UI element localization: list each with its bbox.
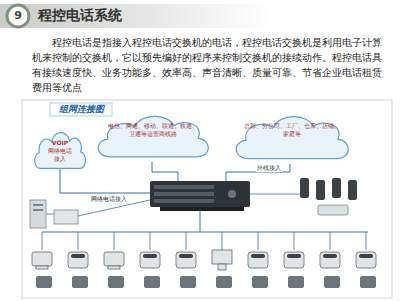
wire-label: 网络电话接入 xyxy=(90,195,128,203)
illustration-part xyxy=(250,194,300,195)
illustration-part xyxy=(348,180,357,200)
illustration-part xyxy=(144,276,160,288)
cloud-shape xyxy=(236,117,348,159)
illustration-part xyxy=(42,232,43,250)
illustration-part xyxy=(180,276,196,288)
illustration-part xyxy=(318,205,348,215)
illustration-part xyxy=(222,232,223,250)
illustration-part xyxy=(160,207,244,211)
illustration-part xyxy=(32,250,376,270)
illustration-part xyxy=(108,276,124,288)
cloud-shape xyxy=(98,116,208,156)
illustration-part xyxy=(143,254,157,258)
illustration-part xyxy=(154,192,214,196)
illustration-part xyxy=(150,232,151,250)
illustration-part xyxy=(300,178,309,198)
cloud-heading: VOIP xyxy=(46,139,74,147)
cloud-node: 总部、分公司、工厂、仓库、店铺、家庭等 xyxy=(230,110,354,164)
illustration-part xyxy=(288,276,304,288)
illustration-part xyxy=(228,190,236,198)
illustration-part xyxy=(54,210,78,224)
illustration-part xyxy=(287,254,301,258)
illustration-part xyxy=(186,232,187,250)
illustration-part xyxy=(152,162,178,181)
cloud-text: 总部、分公司、工厂、仓库、店铺、家庭等 xyxy=(244,122,340,138)
illustration-part xyxy=(36,266,48,269)
illustration-part xyxy=(330,232,331,250)
cloud-text: 网络电话接入 xyxy=(46,147,74,163)
cloud-text: 电信、网通、移动、联通、铁通、卫通等运营商线路 xyxy=(106,122,200,138)
illustration-part xyxy=(154,185,214,189)
illustration-part xyxy=(72,276,88,288)
illustration-part xyxy=(200,211,201,232)
illustration-part xyxy=(218,264,226,270)
cloud-node: VOIP网络电话接入 xyxy=(32,127,88,173)
illustration-part xyxy=(360,276,376,288)
illustration-part xyxy=(150,181,250,207)
illustration-part xyxy=(42,232,366,250)
illustration-part xyxy=(356,252,376,268)
illustration-part xyxy=(36,276,52,288)
illustration-part xyxy=(258,232,259,250)
illustration-part xyxy=(323,254,337,258)
illustration-part xyxy=(252,276,268,288)
wire-label: 外线接入 xyxy=(256,164,282,172)
illustration-part xyxy=(316,180,325,200)
illustration-part xyxy=(176,252,196,268)
illustration-part xyxy=(36,276,376,288)
illustration-part xyxy=(46,214,54,215)
section-number: 9 xyxy=(7,9,29,23)
illustration-part xyxy=(359,254,373,258)
illustration-part xyxy=(114,232,115,250)
illustration-part xyxy=(294,232,295,250)
illustration-part xyxy=(0,4,270,28)
cloud-node: 电信、网通、移动、联通、铁通、卫通等运营商线路 xyxy=(92,110,214,162)
body-paragraph: 程控电话是指接入程控电话交换机的电话，程控电话交换机是利用电子计算机来控制的交换… xyxy=(32,35,386,95)
illustration-part xyxy=(251,254,265,258)
illustration-part xyxy=(32,252,52,266)
illustration-part xyxy=(30,200,46,228)
illustration-part xyxy=(324,276,340,288)
illustration-part xyxy=(7,5,29,27)
illustration-part xyxy=(248,252,268,268)
illustration-part xyxy=(320,252,340,268)
illustration-part xyxy=(42,232,368,233)
illustration-part xyxy=(78,232,79,250)
illustration-part xyxy=(71,254,373,258)
illustration-part xyxy=(284,252,304,268)
illustration-part xyxy=(33,204,43,206)
diagram-banner: 组网连接图 xyxy=(51,104,111,115)
illustration-part xyxy=(71,254,85,258)
illustration-part xyxy=(140,252,160,268)
illustration-part xyxy=(366,232,367,250)
illustration-part xyxy=(108,266,120,269)
illustration-part xyxy=(104,252,124,266)
illustration-part xyxy=(216,276,232,288)
cloud-shape xyxy=(35,133,86,169)
illustration-part xyxy=(226,164,290,181)
illustration-part xyxy=(50,103,112,116)
illustration-part xyxy=(332,178,341,198)
illustration-part xyxy=(22,100,392,298)
illustration-part xyxy=(212,250,232,264)
illustration-part xyxy=(33,209,43,211)
illustration-part xyxy=(154,199,214,203)
illustration-part xyxy=(68,252,88,268)
illustration-part xyxy=(179,254,193,258)
slide-title: 程控电话系统 xyxy=(38,7,122,25)
